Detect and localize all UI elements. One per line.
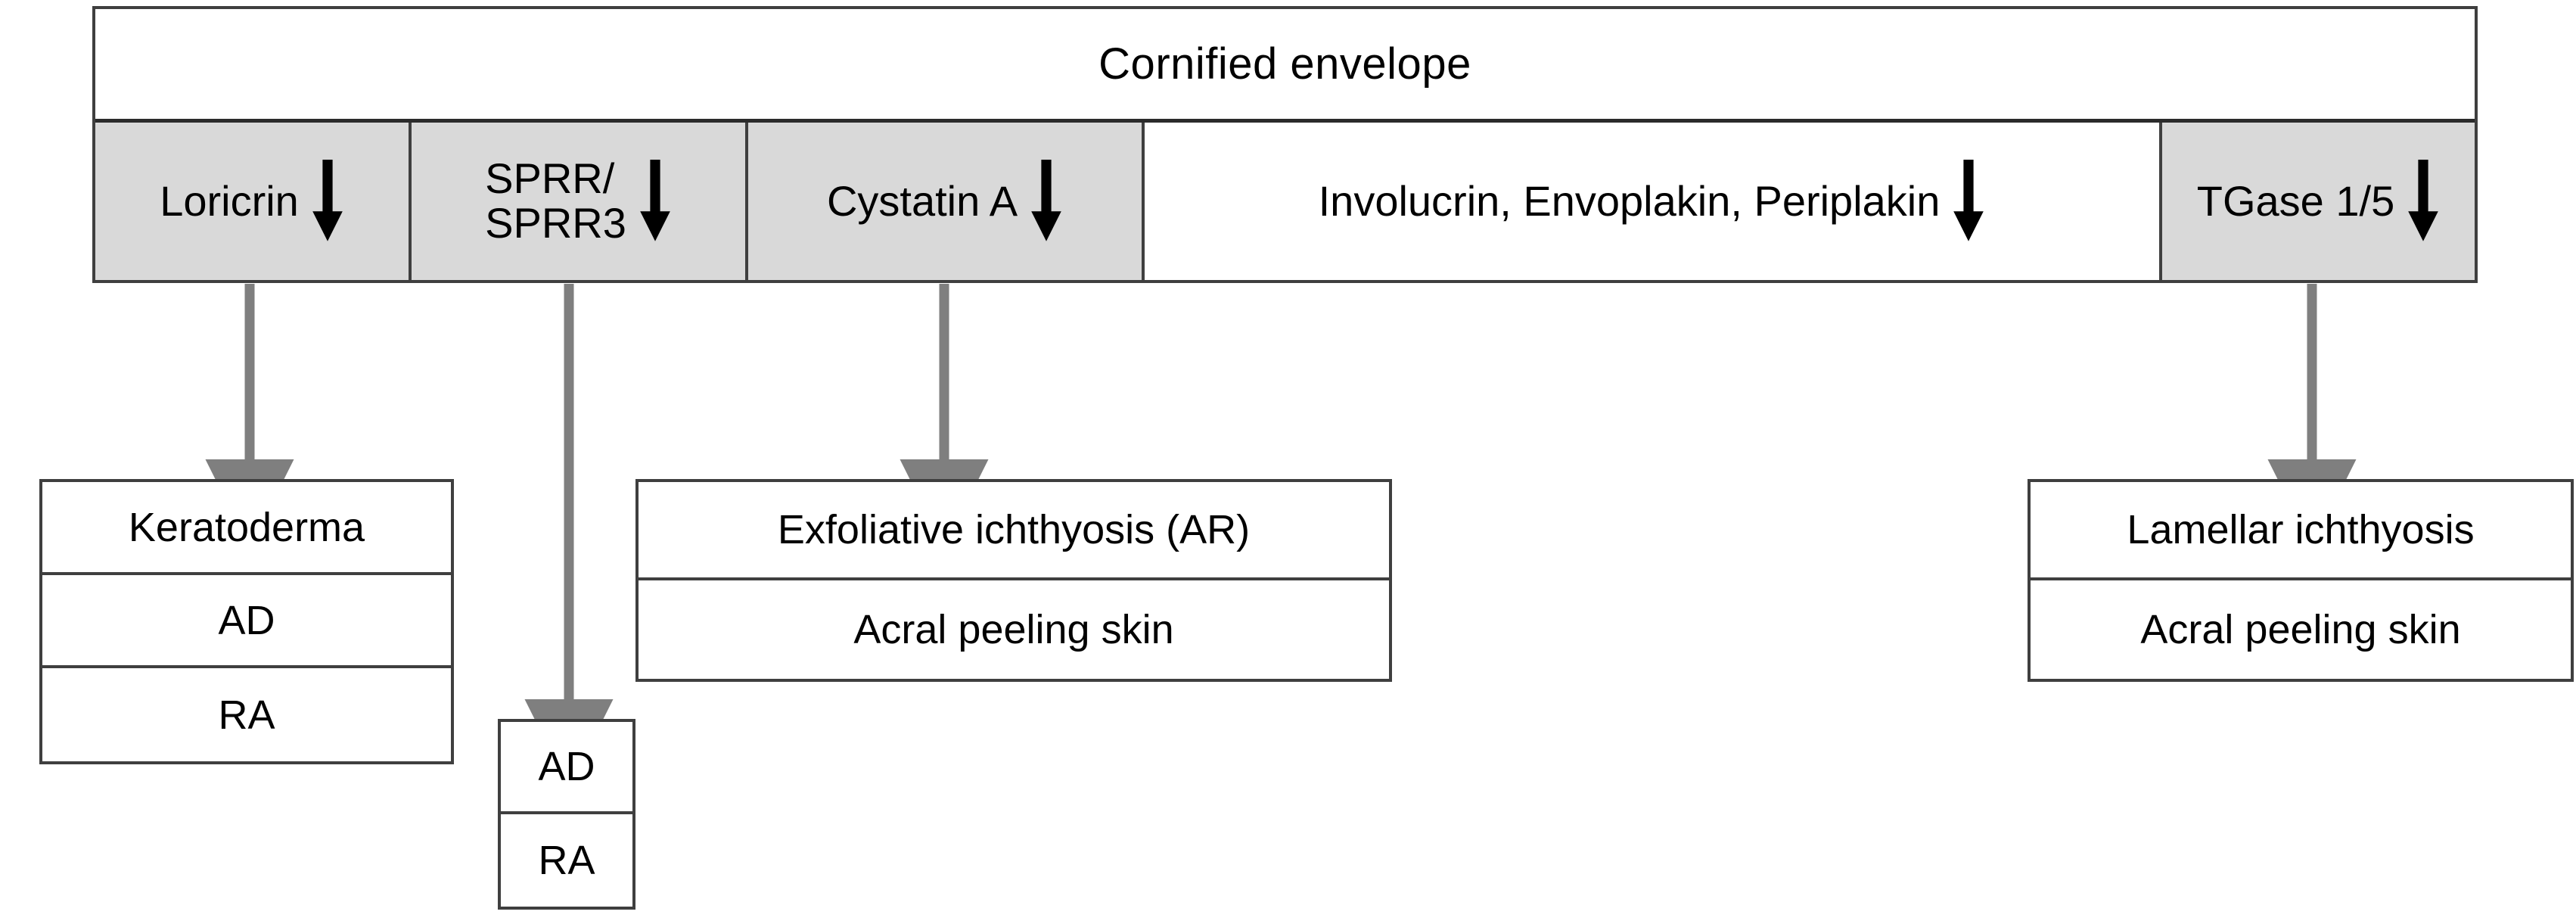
down-arrow-icon: [312, 160, 343, 241]
gene-cell-loricrin[interactable]: Loricrin: [95, 123, 412, 280]
gene-label-cystatin-a: Cystatin A: [826, 176, 1018, 225]
gene-cell-involucrin-envoplakin-periplakin[interactable]: Involucrin, Envoplakin, Periplakin: [1145, 123, 2162, 280]
down-arrow-icon: [640, 160, 670, 241]
outcome-row-inheritance-ad: AD: [501, 722, 632, 814]
outcome-box-exfoliative-ichthyosis: Exfoliative ichthyosis (AR) Acral peelin…: [635, 479, 1392, 682]
down-arrow-icon: [2408, 160, 2439, 241]
down-arrow-icon: [1953, 160, 1984, 241]
gene-cell-tgase[interactable]: TGase 1/5: [2162, 123, 2475, 280]
outcome-box-keratoderma: Keratoderma AD RA: [39, 479, 454, 764]
gene-cell-cystatin-a[interactable]: Cystatin A: [748, 123, 1145, 280]
down-arrow-icon: [1031, 160, 1061, 241]
outcome-row-phenotype: Acral peeling skin: [2031, 580, 2571, 679]
outcome-box-sprr-inheritance: AD RA: [498, 719, 635, 910]
outcome-row-title: Keratoderma: [42, 482, 451, 575]
gene-row: Loricrin SPRR/ SPRR3 Cystatin A Involucr…: [95, 123, 2475, 280]
outcome-row-phenotype: Acral peeling skin: [639, 580, 1389, 679]
outcome-row-inheritance-ra: RA: [501, 814, 632, 907]
cornified-envelope-table: Cornified envelope Loricrin SPRR/ SPRR3 …: [92, 6, 2478, 283]
gene-label-involucrin-envoplakin-periplakin: Involucrin, Envoplakin, Periplakin: [1318, 176, 1941, 225]
outcome-row-inheritance-ad: AD: [42, 575, 451, 668]
outcome-row-title: Lamellar ichthyosis: [2031, 482, 2571, 580]
gene-label-tgase: TGase 1/5: [2196, 176, 2395, 225]
gene-label-loricrin: Loricrin: [160, 176, 299, 225]
gene-cell-sprr[interactable]: SPRR/ SPRR3: [412, 123, 748, 280]
page-title: Cornified envelope: [95, 9, 2475, 123]
outcome-row-inheritance-ra: RA: [42, 668, 451, 761]
outcome-row-title: Exfoliative ichthyosis (AR): [639, 482, 1389, 580]
outcome-box-lamellar-ichthyosis: Lamellar ichthyosis Acral peeling skin: [2028, 479, 2574, 682]
gene-label-sprr: SPRR/ SPRR3: [485, 154, 626, 247]
